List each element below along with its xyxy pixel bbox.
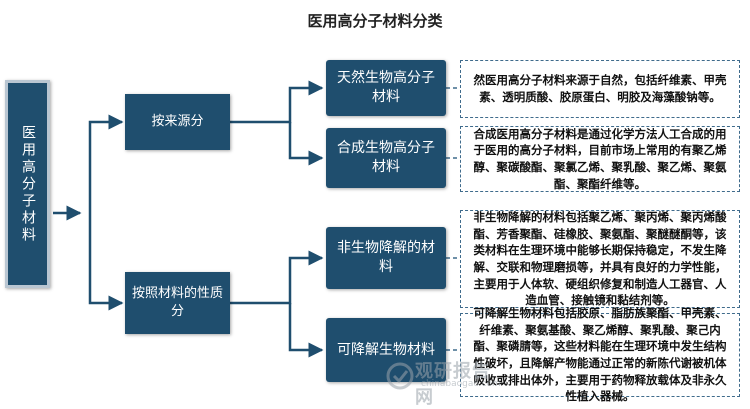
root-branch-connector <box>88 213 124 311</box>
type-label: 可降解生物材料 <box>337 341 435 358</box>
description-text: 然医用高分子材料来源于自然，包括纤维素、甲壳素、透明质酸、胶原蛋白、明胶及海藻酸… <box>473 73 727 104</box>
root-node-label: 医用高分子材料 <box>19 124 36 244</box>
description-synthetic: 合成医用高分子材料是通过化学方法人工合成的用于医用的高分子材料，目前市场上常用的… <box>460 126 740 192</box>
diagram-title: 医用高分子材料分类 <box>307 12 443 30</box>
category-node-by-property: 按照材料的性质分 <box>125 272 230 334</box>
branch-connector <box>288 303 324 358</box>
branch-connector <box>256 80 324 124</box>
description-text: 可降解生物材料包括胶原、脂肪族聚酯、甲壳素、纤维素、聚氨基酸、聚乙烯醇、聚乳酸、… <box>473 305 727 404</box>
type-label: 天然生物高分子材料 <box>337 70 435 105</box>
description-text: 合成医用高分子材料是通过化学方法人工合成的用于医用的高分子材料，目前市场上常用的… <box>473 126 727 191</box>
watermark-logo-icon <box>386 362 414 390</box>
type-label: 合成生物高分子材料 <box>337 140 435 175</box>
watermark: 观研报告网 chinabaogao.com <box>385 357 505 408</box>
description-natural: 然医用高分子材料来源于自然，包括纤维素、甲壳素、透明质酸、胶原蛋白、明胶及海藻酸… <box>460 60 740 118</box>
category-node-by-source: 按来源分 <box>125 94 230 150</box>
type-node-non-biodegradable: 非生物降解的材料 <box>326 227 446 289</box>
description-biodegradable: 可降解生物材料包括胶原、脂肪族聚酯、甲壳素、纤维素、聚氨基酸、聚乙烯醇、聚乳酸、… <box>460 306 740 403</box>
root-branch-connector <box>88 114 124 213</box>
watermark-sub-text: chinabaogao.com <box>421 379 501 389</box>
type-node-natural: 天然生物高分子材料 <box>326 60 446 116</box>
category-label: 按来源分 <box>151 114 204 130</box>
type-label: 非生物降解的材料 <box>337 240 435 275</box>
type-node-biodegradable: 可降解生物材料 <box>326 318 446 382</box>
type-node-synthetic: 合成生物高分子材料 <box>326 128 446 188</box>
branch-connector <box>288 122 324 166</box>
category-label: 按照材料的性质分 <box>131 286 223 319</box>
description-text: 非生物降解的材料包括聚乙烯、聚丙烯、聚丙烯酸酯、芳香聚酯、硅橡胶、聚氨酯、聚醚醚… <box>473 209 727 308</box>
root-node: 医用高分子材料 <box>5 80 50 288</box>
branch-connector <box>256 250 324 305</box>
description-non-biodegradable: 非生物降解的材料包括聚乙烯、聚丙烯、聚丙烯酸酯、芳香聚酯、硅橡胶、聚氨酯、聚醚醚… <box>460 210 740 308</box>
